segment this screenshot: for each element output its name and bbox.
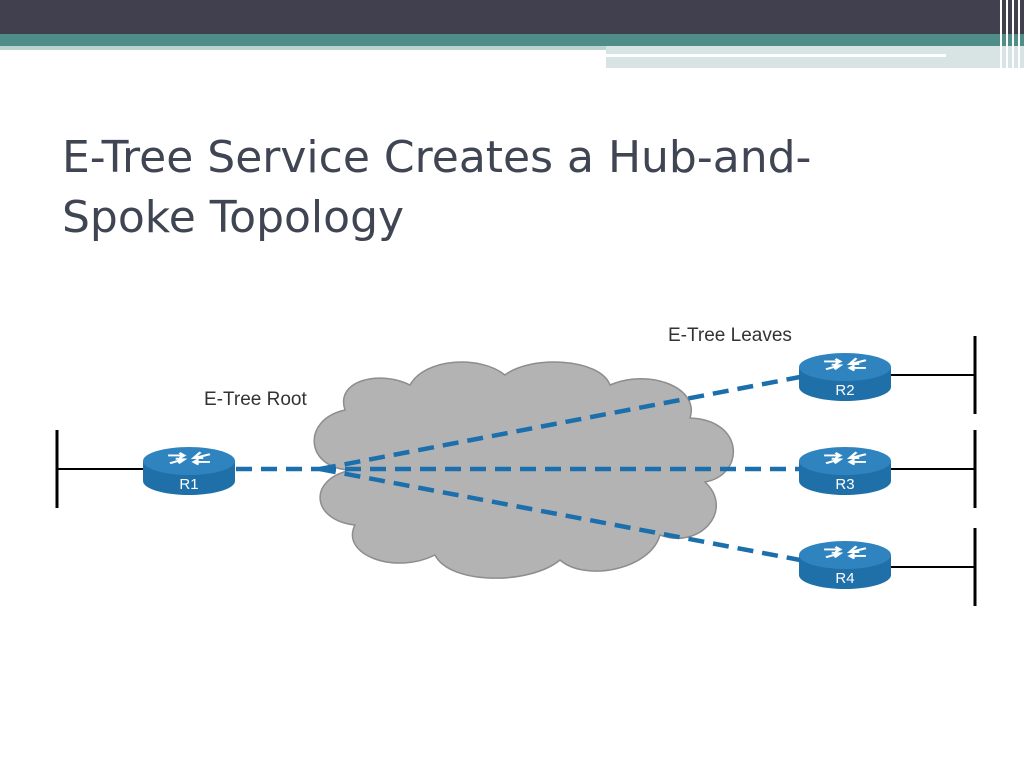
slide-title: E-Tree Service Creates a Hub-and-Spoke T… (62, 132, 812, 243)
header-stripes (996, 0, 1024, 70)
router-r4: R4 (799, 541, 891, 589)
router-r2: R2 (799, 353, 891, 401)
router-r1-label: R1 (179, 476, 198, 493)
header-band (0, 0, 1024, 34)
router-r1: R1 (143, 447, 235, 495)
leaves-label: E-Tree Leaves (668, 325, 792, 346)
segment-right (888, 336, 977, 606)
router-r4-label: R4 (835, 570, 854, 587)
header-accent-line (606, 54, 946, 57)
root-label: E-Tree Root (204, 389, 307, 410)
header-accent-bar (0, 34, 1024, 46)
link-to-r4 (319, 466, 801, 563)
virtual-links (236, 374, 801, 563)
router-r3: R3 (799, 447, 891, 495)
header-accent-light (0, 46, 606, 50)
segment-left (55, 430, 143, 508)
header-accent-step (606, 46, 1024, 68)
link-to-r2 (319, 374, 801, 472)
router-r3-label: R3 (835, 476, 854, 493)
topology-diagram: R1 R2 R3 R4 E-Tree Root E-Tree Leaves (55, 325, 977, 606)
router-r2-label: R2 (835, 382, 854, 399)
